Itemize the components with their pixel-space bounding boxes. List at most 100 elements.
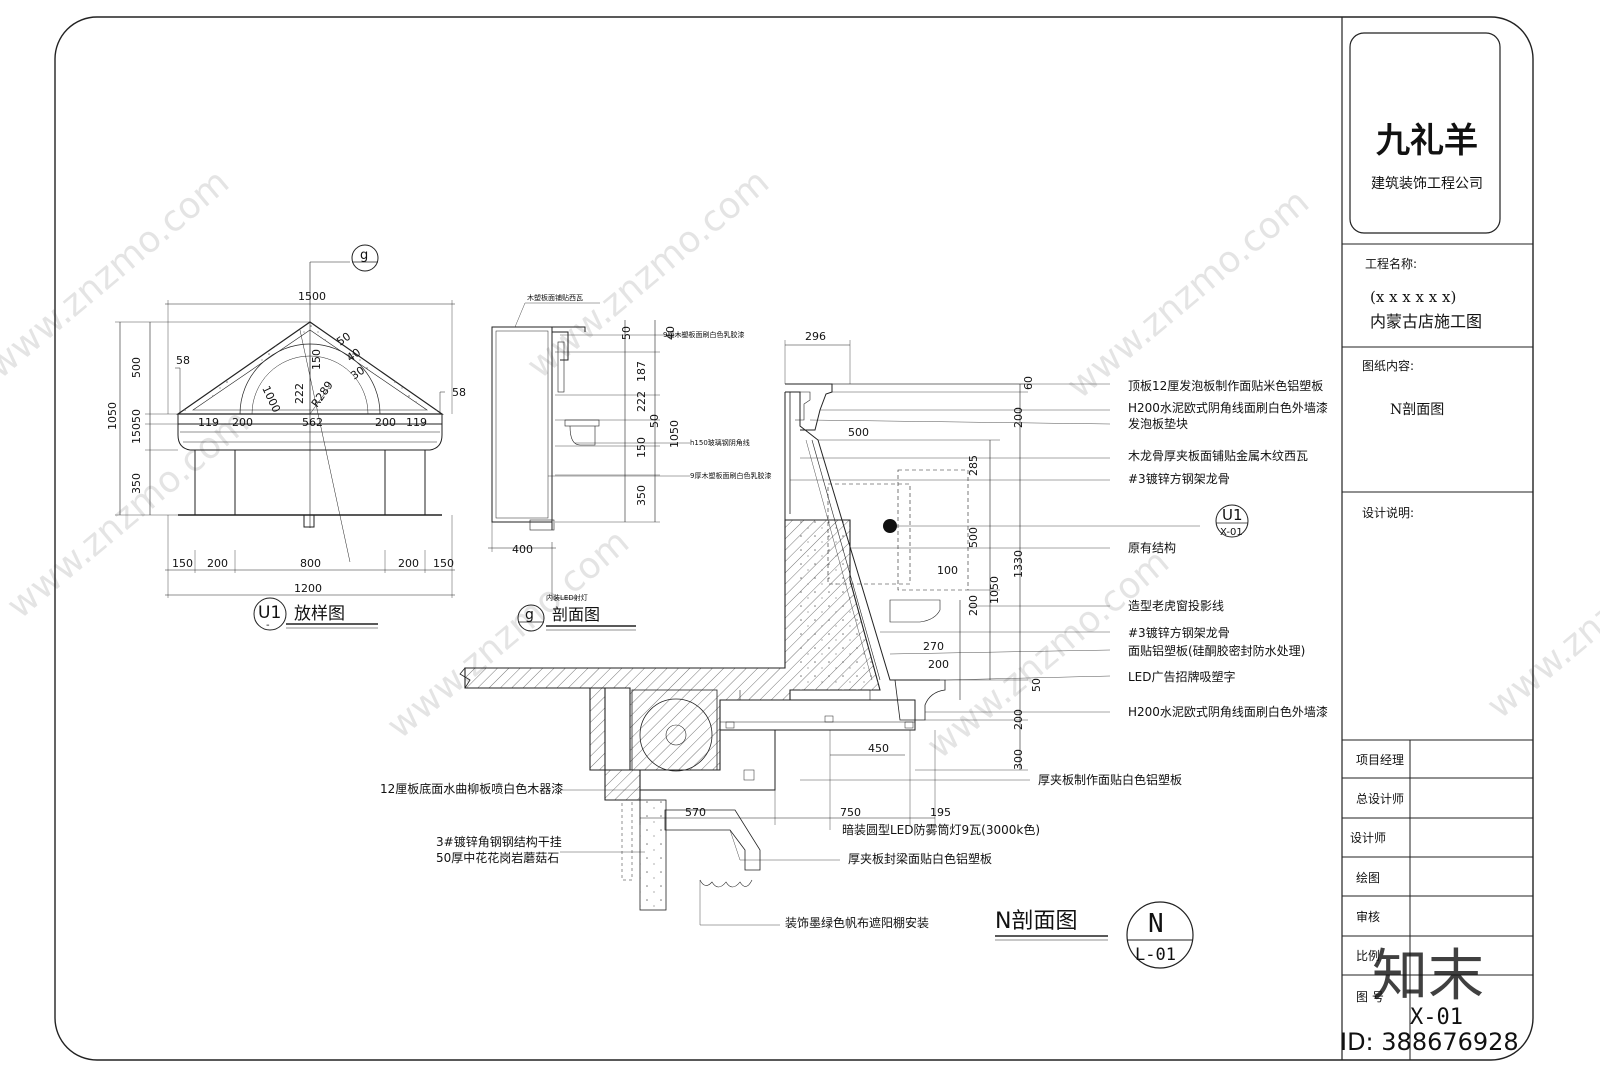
role-chief-designer: 总设计师 [1356, 792, 1404, 806]
watermark-text: www.znzmo.com [0, 401, 257, 626]
g-dim-1050: 1050 [668, 420, 681, 448]
g-view-tag-sub: - [528, 626, 531, 636]
u1-dim-58b: 58 [452, 386, 466, 399]
role-reviewer: 审核 [1356, 909, 1380, 924]
n-dim-60: 60 [1022, 376, 1035, 390]
watermark-text: www.znzmo.com [1059, 181, 1317, 406]
n-dim-1330: 1330 [1012, 550, 1025, 578]
n-label-7: 造型老虎窗投影线 [1128, 598, 1224, 613]
view-u1-text: 1500 500 1050 50 150 350 58 58 119 200 5… [106, 244, 466, 631]
n-label-6: 原有结构 [1128, 540, 1176, 555]
n-label-bottom-2: 厚夹板封梁面贴白色铝塑板 [848, 851, 992, 866]
n-label-left-2: 3#镀锌角钢钢结构干挂 [436, 834, 562, 849]
n-label-3: 发泡板垫块 [1128, 416, 1188, 431]
n-dim-750: 750 [840, 806, 861, 819]
g-dim-50: 50 [620, 326, 633, 340]
n-dim-570: 570 [685, 806, 706, 819]
u1-dim-150b: 150 [310, 349, 323, 370]
n-label-1: 顶板12厘发泡板制作面贴米色铝塑板 [1128, 378, 1323, 393]
u1-dim-200b: 200 [375, 416, 396, 429]
u1-dim-350: 350 [130, 473, 143, 494]
u1-dim-b150b: 150 [433, 557, 454, 570]
n-dim-296: 296 [805, 330, 826, 343]
n-label-bottom-1: 暗装圆型LED防雾筒灯9瓦(3000k色) [842, 822, 1040, 837]
u1-section-marker: g [360, 248, 368, 263]
n-dim-285: 285 [967, 455, 980, 476]
u1-dim-b150a: 150 [172, 557, 193, 570]
n-dim-500: 500 [848, 426, 869, 439]
n-label-4: 木龙骨厚夹板面铺贴金属木纹西瓦 [1128, 448, 1308, 463]
n-view-tag: N [1148, 909, 1164, 939]
content-value: N剖面图 [1390, 402, 1444, 418]
u1-dim-b800: 800 [300, 557, 321, 570]
n-dim-500b: 500 [967, 527, 980, 548]
company-logo: 九礼羊 [1376, 121, 1478, 161]
role-designer: 设计师 [1350, 831, 1386, 845]
n-label-left-1: 12厘板底面水曲柳板喷白色木器漆 [380, 781, 563, 796]
callout-x01: X-01 [1220, 527, 1243, 538]
g-view-tag: g [525, 607, 534, 623]
u1-dim-200a: 200 [232, 416, 253, 429]
n-view-tag-sub: L-01 [1135, 945, 1176, 965]
n-dim-450: 450 [868, 742, 889, 755]
callout-u1: U1 [1222, 506, 1243, 524]
u1-dim-119a: 119 [198, 416, 219, 429]
watermark-text: www.znzmo.com [1479, 501, 1600, 726]
g-dim-187: 187 [635, 361, 648, 382]
u1-dim-1050: 1050 [106, 402, 119, 430]
n-label-2: H200水泥欧式阴角线面刷白色外墙漆 [1128, 400, 1328, 415]
u1-dim-222: 222 [293, 383, 306, 404]
role-sheet-no: 图 号 [1356, 990, 1384, 1004]
view-g-text: 木塑板面铺贴西瓦 9厘木塑板面刷白色乳胶漆 h150玻璃钢阴角线 9厚木塑板面刷… [512, 293, 771, 636]
n-dim-1050: 1050 [988, 576, 1001, 604]
n-dim-270: 270 [923, 640, 944, 653]
content-label: 图纸内容: [1362, 358, 1414, 373]
notes-label: 设计说明: [1362, 505, 1414, 520]
n-label-11: H200水泥欧式阴角线面刷白色外墙漆 [1128, 704, 1328, 719]
n-label-8: #3镀锌方钢架龙骨 [1128, 625, 1230, 640]
g-note-1: 木塑板面铺贴西瓦 [527, 293, 583, 302]
n-dim-200a: 200 [1012, 407, 1025, 428]
sheet-border [54, 16, 1534, 1061]
u1-dim-50: 50 [130, 409, 143, 423]
g-dim-350: 350 [635, 485, 648, 506]
n-dim-195: 195 [930, 806, 951, 819]
u1-dim-58a: 58 [176, 354, 190, 367]
g-dim-400: 400 [512, 543, 533, 556]
n-label-5: #3镀锌方钢架龙骨 [1128, 471, 1230, 486]
role-scale: 比例 [1356, 949, 1380, 963]
u1-dim-r289: R289 [309, 379, 336, 410]
u1-dim-500: 500 [130, 357, 143, 378]
u1-dim-b200a: 200 [207, 557, 228, 570]
n-label-10: LED广告招牌吸塑字 [1128, 669, 1236, 684]
n-view-title: N剖面图 [995, 909, 1077, 934]
g-dim-222: 222 [635, 391, 648, 412]
n-label-bottom-3: 装饰墨绿色帆布遮阳棚安装 [785, 915, 929, 930]
u1-view-tag-sub: - [266, 620, 270, 631]
u1-dim-b1200: 1200 [294, 582, 322, 595]
title-block: 九礼羊 建筑装饰工程公司 工程名称: (x x x x x x) 内蒙古店施工图… [1340, 17, 1533, 1060]
u1-view-tag: U1 [258, 603, 281, 623]
watermark-id: ID: 388676928 [1340, 1028, 1519, 1056]
sheet-number: X-01 [1410, 1005, 1463, 1030]
g-dim-150: 150 [635, 437, 648, 458]
u1-dim-150: 150 [130, 423, 143, 444]
g-note-4: 9厚木塑板面刷白色乳胶漆 [690, 471, 771, 480]
g-view-title: 剖面图 [552, 605, 600, 624]
role-drafter: 绘图 [1356, 870, 1380, 885]
role-pm: 项目经理 [1356, 753, 1404, 767]
u1-dim-119b: 119 [406, 416, 427, 429]
g-dim-40: 40 [664, 326, 677, 340]
g-note-2: 9厘木塑板面刷白色乳胶漆 [663, 330, 744, 339]
section-point-marker [883, 519, 897, 533]
view-n-section [459, 340, 1200, 926]
n-label-9: 面贴铝塑板(硅酮胶密封防水处理) [1128, 643, 1305, 658]
g-note-5: 内装LED射灯 [546, 593, 588, 602]
project-name: 内蒙古店施工图 [1370, 312, 1482, 331]
watermark-corner: 知末 [1372, 944, 1484, 1009]
n-dim-50: 50 [1030, 678, 1043, 692]
project-code: (x x x x x x) [1370, 288, 1456, 306]
n-dim-200d: 200 [1012, 709, 1025, 730]
u1-dim-1500: 1500 [298, 290, 326, 303]
